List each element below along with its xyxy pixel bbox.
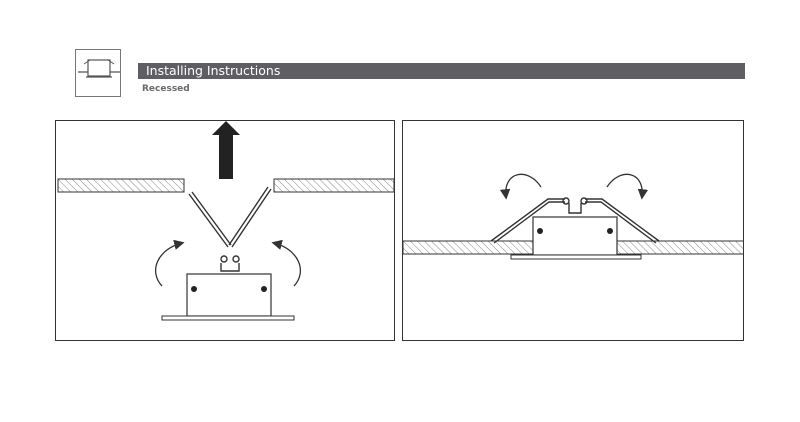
page-title: Installing Instructions bbox=[146, 63, 281, 78]
curved-arrow-icon bbox=[499, 173, 649, 200]
ceiling-right bbox=[616, 240, 743, 255]
page-subtitle: Recessed bbox=[142, 84, 190, 94]
up-arrow-icon bbox=[212, 121, 240, 179]
title-bar: Installing Instructions bbox=[138, 63, 745, 79]
ceiling-right bbox=[273, 178, 394, 193]
installation-step-2-panel bbox=[402, 120, 744, 341]
spring-clips bbox=[188, 186, 272, 272]
ceiling-left bbox=[57, 178, 185, 193]
spring-clips bbox=[490, 197, 660, 244]
fixture-housing bbox=[161, 273, 295, 321]
installation-step-1-panel bbox=[55, 120, 395, 341]
ceiling-left bbox=[403, 240, 534, 255]
recessed-fixture-icon bbox=[75, 49, 121, 97]
fixture-housing bbox=[510, 216, 642, 260]
curved-arrow-icon bbox=[154, 239, 302, 287]
